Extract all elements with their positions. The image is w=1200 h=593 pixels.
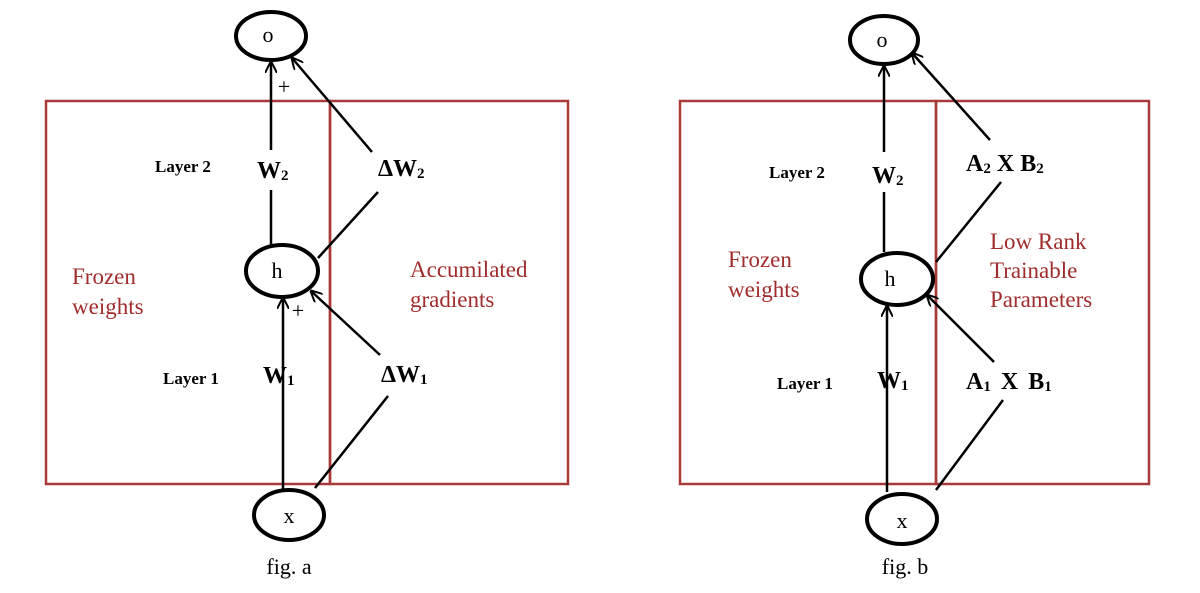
input-node-b xyxy=(865,492,939,546)
layer2-label: Layer 2 xyxy=(155,157,211,176)
input-node-label: x xyxy=(284,503,295,528)
layer1-label-b: Layer 1 xyxy=(777,374,833,393)
input-node xyxy=(252,488,326,542)
low-rank-label-line2: Trainable xyxy=(990,258,1077,283)
ab2-to-o-edge xyxy=(912,53,991,141)
frozen-weights-b-label-line2: weights xyxy=(728,277,800,302)
low-rank-label-line1: Low Rank xyxy=(990,229,1087,254)
accumulated-gradients-box xyxy=(328,99,570,486)
dw2-to-o-edge xyxy=(292,58,373,153)
frozen-weights-label-line2: weights xyxy=(72,294,144,319)
w1-label-b: W1 xyxy=(877,368,909,394)
x-to-ab1-edge xyxy=(934,399,1005,491)
plus-sign-top: + xyxy=(278,74,290,99)
x-to-dw1-edge xyxy=(314,395,389,489)
delta-w2-label: ΔW2 xyxy=(378,156,425,182)
output-node-b xyxy=(848,14,920,66)
output-node-label: o xyxy=(263,22,274,47)
output-node xyxy=(234,10,308,62)
ab1-to-h-edge xyxy=(927,295,995,363)
frozen-weights-label-line1: Frozen xyxy=(72,264,136,289)
layer1-label: Layer 1 xyxy=(163,369,219,388)
layer2-label-b: Layer 2 xyxy=(769,163,825,182)
hidden-node-label: h xyxy=(272,258,283,283)
figure-a-caption: fig. a xyxy=(266,554,311,579)
plus-sign-middle: + xyxy=(292,298,304,323)
accumulated-gradients-label-line2: gradients xyxy=(410,287,494,312)
h-to-ab2-edge xyxy=(935,181,1002,263)
h-to-dw2-edge xyxy=(317,191,379,259)
frozen-weights-b-label-line1: Frozen xyxy=(728,247,792,272)
low-rank-label-line3: Parameters xyxy=(990,287,1092,312)
w2-label: W2 xyxy=(257,158,289,184)
dw1-to-h-edge xyxy=(311,291,381,356)
w2-label-b: W2 xyxy=(872,163,904,189)
hidden-node-b xyxy=(859,251,935,307)
figure-b-caption: fig. b xyxy=(882,554,928,579)
input-node-b-label: x xyxy=(897,508,908,533)
low-rank-box xyxy=(934,99,1151,486)
w1-label: W1 xyxy=(263,363,295,389)
output-node-b-label: o xyxy=(877,27,888,52)
hidden-node-b-label: h xyxy=(885,266,896,291)
delta-w1-label: ΔW1 xyxy=(381,362,428,388)
accumulated-gradients-label-line1: Accumilated xyxy=(410,257,528,282)
figure-a: o h x + + Layer 2 Layer 1 W2 W1 ΔW2 ΔW1 … xyxy=(44,10,570,579)
